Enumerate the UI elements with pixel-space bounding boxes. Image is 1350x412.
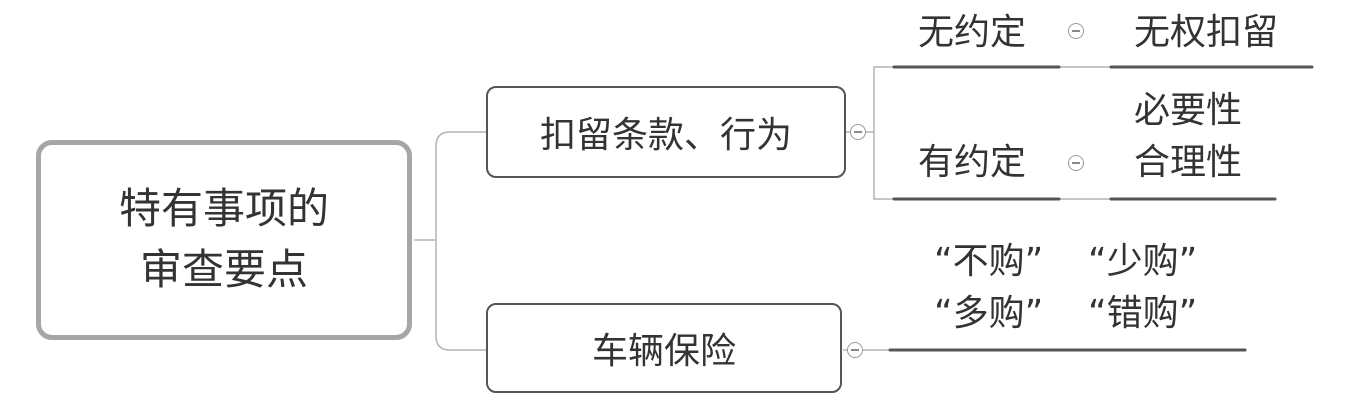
item-over-purchased[interactable]: “多购”	[934, 293, 1044, 334]
branch-node-detention-label: 扣留条款、行为	[539, 115, 792, 156]
collapse-toggle-detention-icon[interactable]	[850, 124, 866, 140]
item-wrongly-purchased[interactable]: “错购”	[1088, 293, 1198, 334]
root-node-label: 特有事项的 审查要点	[119, 179, 329, 301]
collapse-toggle-no-agreement-icon[interactable]	[1068, 23, 1084, 39]
item-not-purchased[interactable]: “不购”	[934, 241, 1044, 282]
item-under-purchased[interactable]: “少购”	[1088, 241, 1198, 282]
branch-node-insurance-label: 车辆保险	[591, 331, 736, 372]
root-node[interactable]: 特有事项的 审查要点	[36, 140, 412, 340]
result-no-right-to-detain[interactable]: 无权扣留	[1134, 12, 1279, 53]
subnode-no-agreement-label[interactable]: 无约定	[918, 12, 1027, 53]
result-reasonableness[interactable]: 合理性	[1134, 142, 1243, 183]
connector-detention-to-has-agreement	[873, 132, 893, 200]
collapse-toggle-has-agreement-icon[interactable]	[1068, 155, 1084, 171]
connector-root-to-insurance	[435, 240, 487, 351]
result-necessity[interactable]: 必要性	[1134, 90, 1243, 131]
connector-root-to-detention	[435, 131, 487, 240]
root-node-line-2: 审查要点	[139, 245, 308, 294]
branch-node-detention[interactable]: 扣留条款、行为	[486, 86, 846, 178]
collapse-toggle-insurance-icon[interactable]	[847, 342, 863, 358]
root-node-line-1: 特有事项的	[118, 184, 329, 234]
connector-detention-to-no-agreement	[873, 66, 893, 132]
branch-node-insurance[interactable]: 车辆保险	[486, 303, 842, 393]
subnode-has-agreement-label[interactable]: 有约定	[918, 142, 1027, 183]
